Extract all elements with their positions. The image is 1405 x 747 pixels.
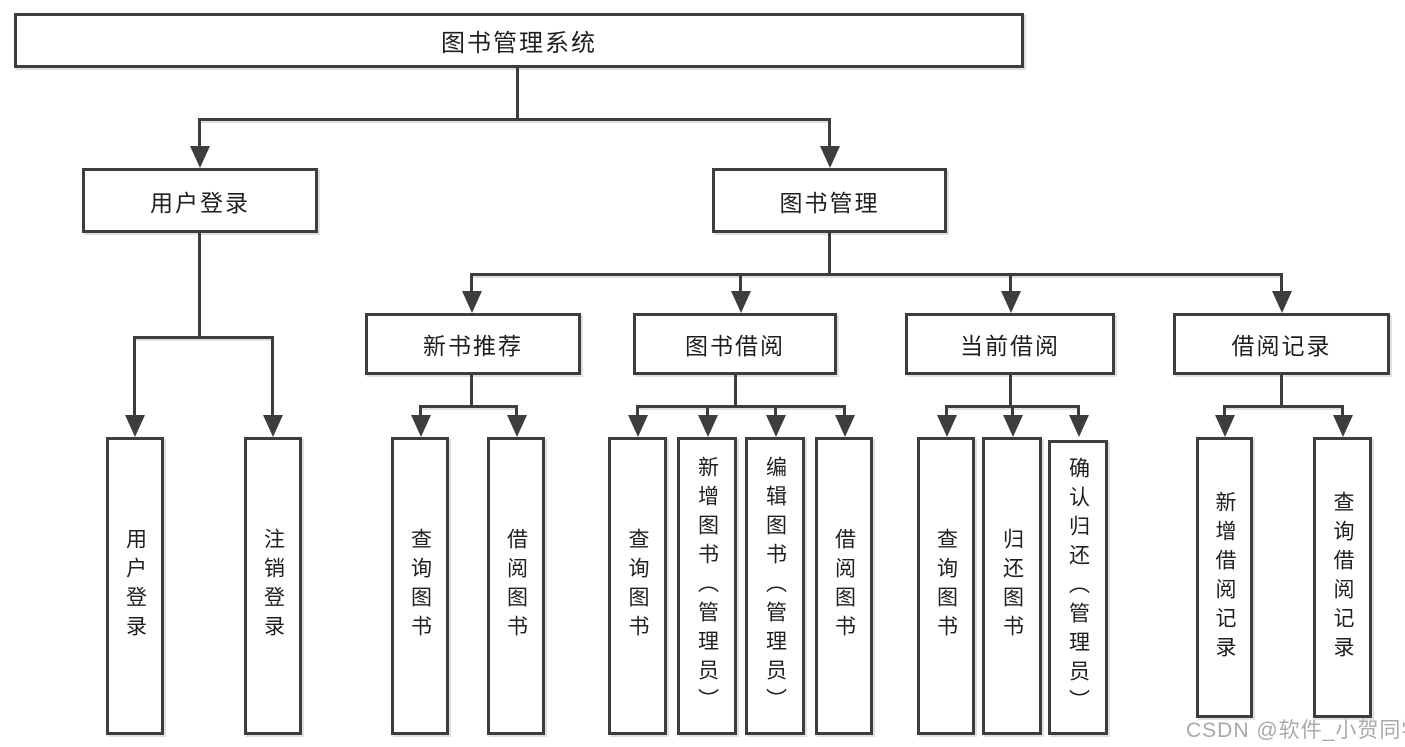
connector-line: [198, 233, 201, 339]
leaf-records-query: 查询借阅记录: [1313, 437, 1372, 718]
arrow-down-icon: [133, 336, 136, 415]
arrow-down-icon: [843, 405, 846, 415]
node-book-mgmt: 图书管理: [712, 168, 947, 233]
arrow-down-icon: [1077, 405, 1080, 415]
node-new-book: 新书推荐: [365, 313, 581, 375]
leaf-current-confirm-admin: 确认归还（管理员）: [1048, 440, 1108, 735]
node-book-borrow: 图书借阅: [633, 313, 837, 375]
arrow-down-icon: [828, 118, 831, 146]
connector-line: [470, 375, 473, 408]
node-root: 图书管理系统: [14, 13, 1024, 68]
arrow-down-icon: [1011, 405, 1014, 415]
connector-line: [828, 233, 831, 276]
connector-line: [1223, 405, 1344, 408]
arrow-down-icon: [271, 336, 274, 415]
leaf-borrow-add-admin: 新增图书（管理员）: [677, 437, 737, 735]
arrow-down-icon: [1223, 405, 1226, 415]
connector-line: [516, 68, 519, 121]
leaf-newbook-borrow: 借阅图书: [487, 437, 545, 735]
arrow-down-icon: [945, 405, 948, 415]
connector-line: [1280, 375, 1283, 408]
csdn-watermark: CSDN @软件_小贺同学: [1186, 719, 1405, 742]
arrow-down-icon: [419, 405, 422, 415]
connector-line: [419, 405, 518, 408]
connector-line: [133, 336, 274, 339]
connector-line: [198, 118, 831, 121]
node-current-borrow: 当前借阅: [905, 313, 1115, 375]
arrow-down-icon: [706, 405, 709, 415]
arrow-down-icon: [1341, 405, 1344, 415]
arrow-down-icon: [739, 273, 742, 291]
leaf-borrow-query: 查询图书: [608, 437, 667, 735]
connector-line: [636, 405, 846, 408]
connector-line: [734, 375, 737, 408]
leaf-logout: 注销登录: [244, 437, 302, 735]
arrow-down-icon: [198, 118, 201, 146]
leaf-borrow-borrow: 借阅图书: [815, 437, 873, 735]
leaf-newbook-query: 查询图书: [391, 437, 449, 735]
arrow-down-icon: [470, 273, 473, 291]
arrow-down-icon: [515, 405, 518, 415]
arrow-down-icon: [774, 405, 777, 415]
arrow-down-icon: [636, 405, 639, 415]
connector-line: [470, 273, 1283, 276]
leaf-user-login: 用户登录: [106, 437, 164, 735]
connector-line: [1009, 375, 1012, 408]
leaf-records-add: 新增借阅记录: [1196, 437, 1253, 718]
node-borrow-records: 借阅记录: [1173, 313, 1390, 375]
arrow-down-icon: [1280, 273, 1283, 291]
leaf-current-query: 查询图书: [917, 437, 975, 735]
leaf-current-return: 归还图书: [982, 437, 1042, 735]
arrow-down-icon: [1009, 273, 1012, 291]
leaf-borrow-edit-admin: 编辑图书（管理员）: [745, 437, 805, 735]
node-user-login: 用户登录: [82, 168, 318, 233]
